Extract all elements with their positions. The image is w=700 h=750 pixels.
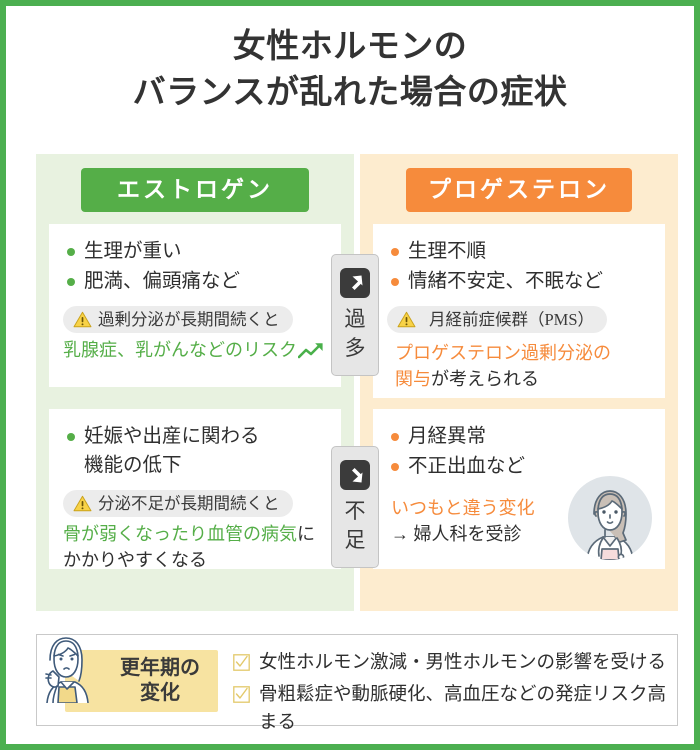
list-item: 情緒不安定、不眠など xyxy=(387,267,651,296)
warning-text: 過剰分泌が長期間続くと xyxy=(98,310,280,329)
progesterone-excess-bullets: 生理不順 情緒不安定、不眠など xyxy=(387,237,651,296)
estrogen-deficiency-warning: 分泌不足が長期間続くと xyxy=(63,490,293,517)
estrogen-excess-bullets: 生理が重い 肥満、偏頭痛など xyxy=(63,237,327,296)
progesterone-excess-warning: 月経前症候群（PMS） xyxy=(387,306,608,333)
list-item: 不正出血など xyxy=(387,452,651,481)
list-item: 女性ホルモン激減・男性ホルモンの影響を受ける xyxy=(233,649,669,677)
warning-text: 分泌不足が長期間続くと xyxy=(98,494,280,513)
estrogen-deficiency-risk: 骨が弱くなったり血管の病気に かかりやすくなる xyxy=(63,521,327,569)
progesterone-column: プロゲステロン 生理不順 情緒不安定、不眠など 月経前症候群（PMS） プロゲス… xyxy=(360,154,678,611)
estrogen-excess-warning: 過剰分泌が長期間続くと xyxy=(63,306,293,333)
menopause-tag-text: 更年期の 変化 xyxy=(112,656,208,706)
estrogen-deficiency-card: 妊娠や出産に関わる 機能の低下 分泌不足が長期間続くと 骨が弱くなったり血管の病… xyxy=(49,409,341,569)
badge-label-line-1: 不 xyxy=(344,499,366,523)
risk-highlight-text: 骨が弱くなったり血管の病気 xyxy=(63,524,297,544)
progesterone-deficiency-note: いつもと違う変化 → 婦人科を受診 xyxy=(387,495,651,547)
risk-highlight-text: 乳腺症、乳がんなどのリスク xyxy=(63,340,297,360)
warning-triangle-icon xyxy=(73,495,92,512)
menopause-tag-line-1: 更年期の xyxy=(120,657,200,679)
risk-rest-text: が考えられる xyxy=(431,369,539,389)
worried-woman-icon xyxy=(33,631,99,704)
estrogen-excess-card: 生理が重い 肥満、偏頭痛など 過剰分泌が長期間続くと 乳腺症、乳がんなどのリスク xyxy=(49,224,341,387)
checklist-text: 骨粗鬆症や動脈硬化、高血圧などの発症リスク高まる xyxy=(259,685,667,733)
checkbox-icon xyxy=(233,654,250,671)
excess-indicator-badge: 過 多 xyxy=(331,254,379,376)
list-item: 月経異常 xyxy=(387,422,651,451)
progesterone-excess-card: 生理不順 情緒不安定、不眠など 月経前症候群（PMS） プロゲステロン過剰分泌の… xyxy=(373,224,665,398)
badge-label-line-2: 足 xyxy=(344,528,366,552)
badge-label: 過 多 xyxy=(332,305,378,363)
page-title: 女性ホルモンの バランスが乱れた場合の症状 xyxy=(6,24,694,116)
badge-label-line-1: 過 xyxy=(344,307,366,331)
list-item: 肥満、偏頭痛など xyxy=(63,267,327,296)
note-rest-text: → 婦人科を受診 xyxy=(391,524,522,544)
list-item: 骨粗鬆症や動脈硬化、高血圧などの発症リスク高まる xyxy=(233,681,669,737)
title-line-2: バランスが乱れた場合の症状 xyxy=(132,75,568,111)
estrogen-column: エストロゲン 生理が重い 肥満、偏頭痛など 過剰分泌が長期間続くと 乳腺症、乳が… xyxy=(36,154,354,611)
list-item: 生理が重い xyxy=(63,237,327,266)
progesterone-deficiency-card: 月経異常 不正出血など いつもと違う変化 → 婦人科を受診 xyxy=(373,409,665,569)
menopause-tag: 更年期の 変化 xyxy=(65,650,218,712)
trend-up-icon xyxy=(297,340,324,366)
estrogen-deficiency-bullets: 妊娠や出産に関わる 機能の低下 xyxy=(63,422,327,480)
progesterone-excess-risk: プロゲステロン過剰分泌の 関与が考えられる xyxy=(387,340,651,392)
menopause-footer: 更年期の 変化 xyxy=(33,631,678,733)
female-doctor-avatar xyxy=(568,476,652,560)
note-highlight-text: いつもと違う変化 xyxy=(391,498,535,518)
menopause-tag-line-2: 変化 xyxy=(140,682,180,704)
badge-label-line-2: 多 xyxy=(344,336,366,360)
arrow-down-right-icon xyxy=(340,460,370,490)
deficiency-indicator-badge: 不 足 xyxy=(331,446,379,568)
estrogen-header-badge: エストロゲン xyxy=(81,168,309,212)
warning-triangle-icon xyxy=(73,311,92,328)
list-item: 妊娠や出産に関わる 機能の低下 xyxy=(63,422,327,480)
menopause-checklist: 女性ホルモン激減・男性ホルモンの影響を受ける 骨粗鬆症や動脈硬化、高血圧などの発… xyxy=(233,649,669,741)
badge-label: 不 足 xyxy=(332,497,378,555)
progesterone-deficiency-bullets: 月経異常 不正出血など xyxy=(387,422,651,481)
arrow-up-right-icon xyxy=(340,268,370,298)
progesterone-header-badge: プロゲステロン xyxy=(406,168,632,212)
warning-text: 月経前症候群（PMS） xyxy=(429,310,595,329)
list-item: 生理不順 xyxy=(387,237,651,266)
estrogen-excess-risk: 乳腺症、乳がんなどのリスク xyxy=(63,337,327,366)
warning-triangle-icon xyxy=(397,311,416,328)
title-line-1: 女性ホルモンの xyxy=(232,29,468,65)
checklist-text: 女性ホルモン激減・男性ホルモンの影響を受ける xyxy=(259,653,667,673)
risk-rest-text: に かかりやすくなる xyxy=(63,524,315,569)
risk-highlight-text: プロゲステロン過剰分泌の 関与 xyxy=(395,343,611,389)
checkbox-icon xyxy=(233,686,250,703)
